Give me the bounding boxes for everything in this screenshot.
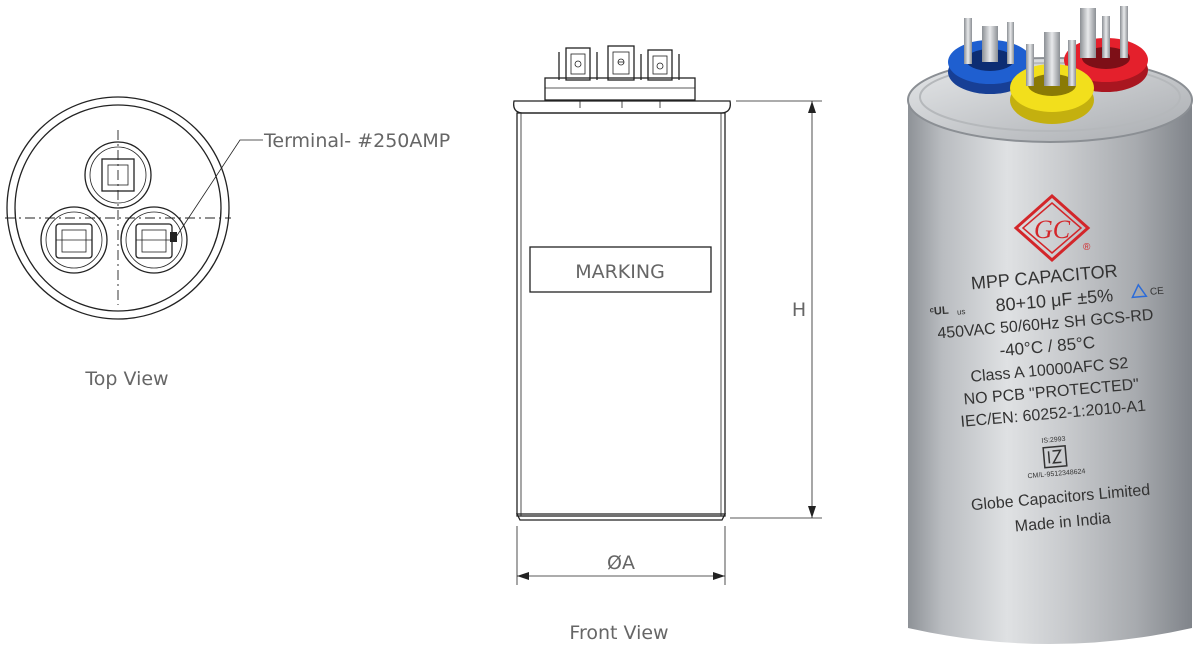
blue-terminal-cap	[948, 18, 1032, 94]
ul-mark: ᶜUL	[929, 304, 949, 318]
photo-can-body	[908, 100, 1192, 644]
gc-logo: GC ®	[1013, 193, 1091, 263]
right-terminal	[120, 206, 188, 274]
height-dimension	[730, 100, 822, 519]
top-view-caption: Top View	[84, 368, 168, 390]
front-view-caption: Front View	[569, 622, 668, 644]
terminal-label: Terminal- #250AMP	[263, 130, 450, 152]
photo-print: MPP CAPACITOR ᶜUL us 80+10 μF ±5% CE 450…	[929, 261, 1165, 536]
front-body	[516, 112, 726, 517]
capacitor-photo: GC ® MPP CAPACITOR ᶜUL us 80+10 μF ±5% C…	[907, 6, 1193, 644]
warning-triangle-icon	[1131, 283, 1148, 299]
front-terminals	[544, 45, 696, 108]
us-mark: us	[957, 307, 966, 317]
top-view: Terminal- #250AMP Top View	[5, 96, 450, 390]
ce-mark: CE	[1150, 286, 1165, 298]
terminal-pointer-tab	[170, 232, 177, 242]
registered-mark: ®	[1083, 242, 1091, 253]
diameter-label: ØA	[607, 552, 635, 574]
marking-box	[529, 246, 712, 293]
top-terminal	[84, 141, 152, 209]
marking-label: MARKING	[575, 261, 665, 283]
isi-mark-icon	[1042, 445, 1068, 469]
front-view: MARKING H ØA Front View	[513, 45, 822, 644]
diameter-dimension	[516, 526, 726, 585]
top-view-inner-rim	[14, 104, 222, 312]
left-terminal	[40, 206, 108, 274]
is-code: IS:2993	[1041, 436, 1066, 445]
front-bottom-rim	[515, 513, 727, 521]
terminal-leader-line	[173, 139, 263, 241]
height-label: H	[792, 299, 806, 321]
top-view-outer-rim	[6, 96, 230, 320]
yellow-terminal-cap	[1010, 32, 1094, 124]
gc-logo-text: GC	[1034, 215, 1071, 244]
